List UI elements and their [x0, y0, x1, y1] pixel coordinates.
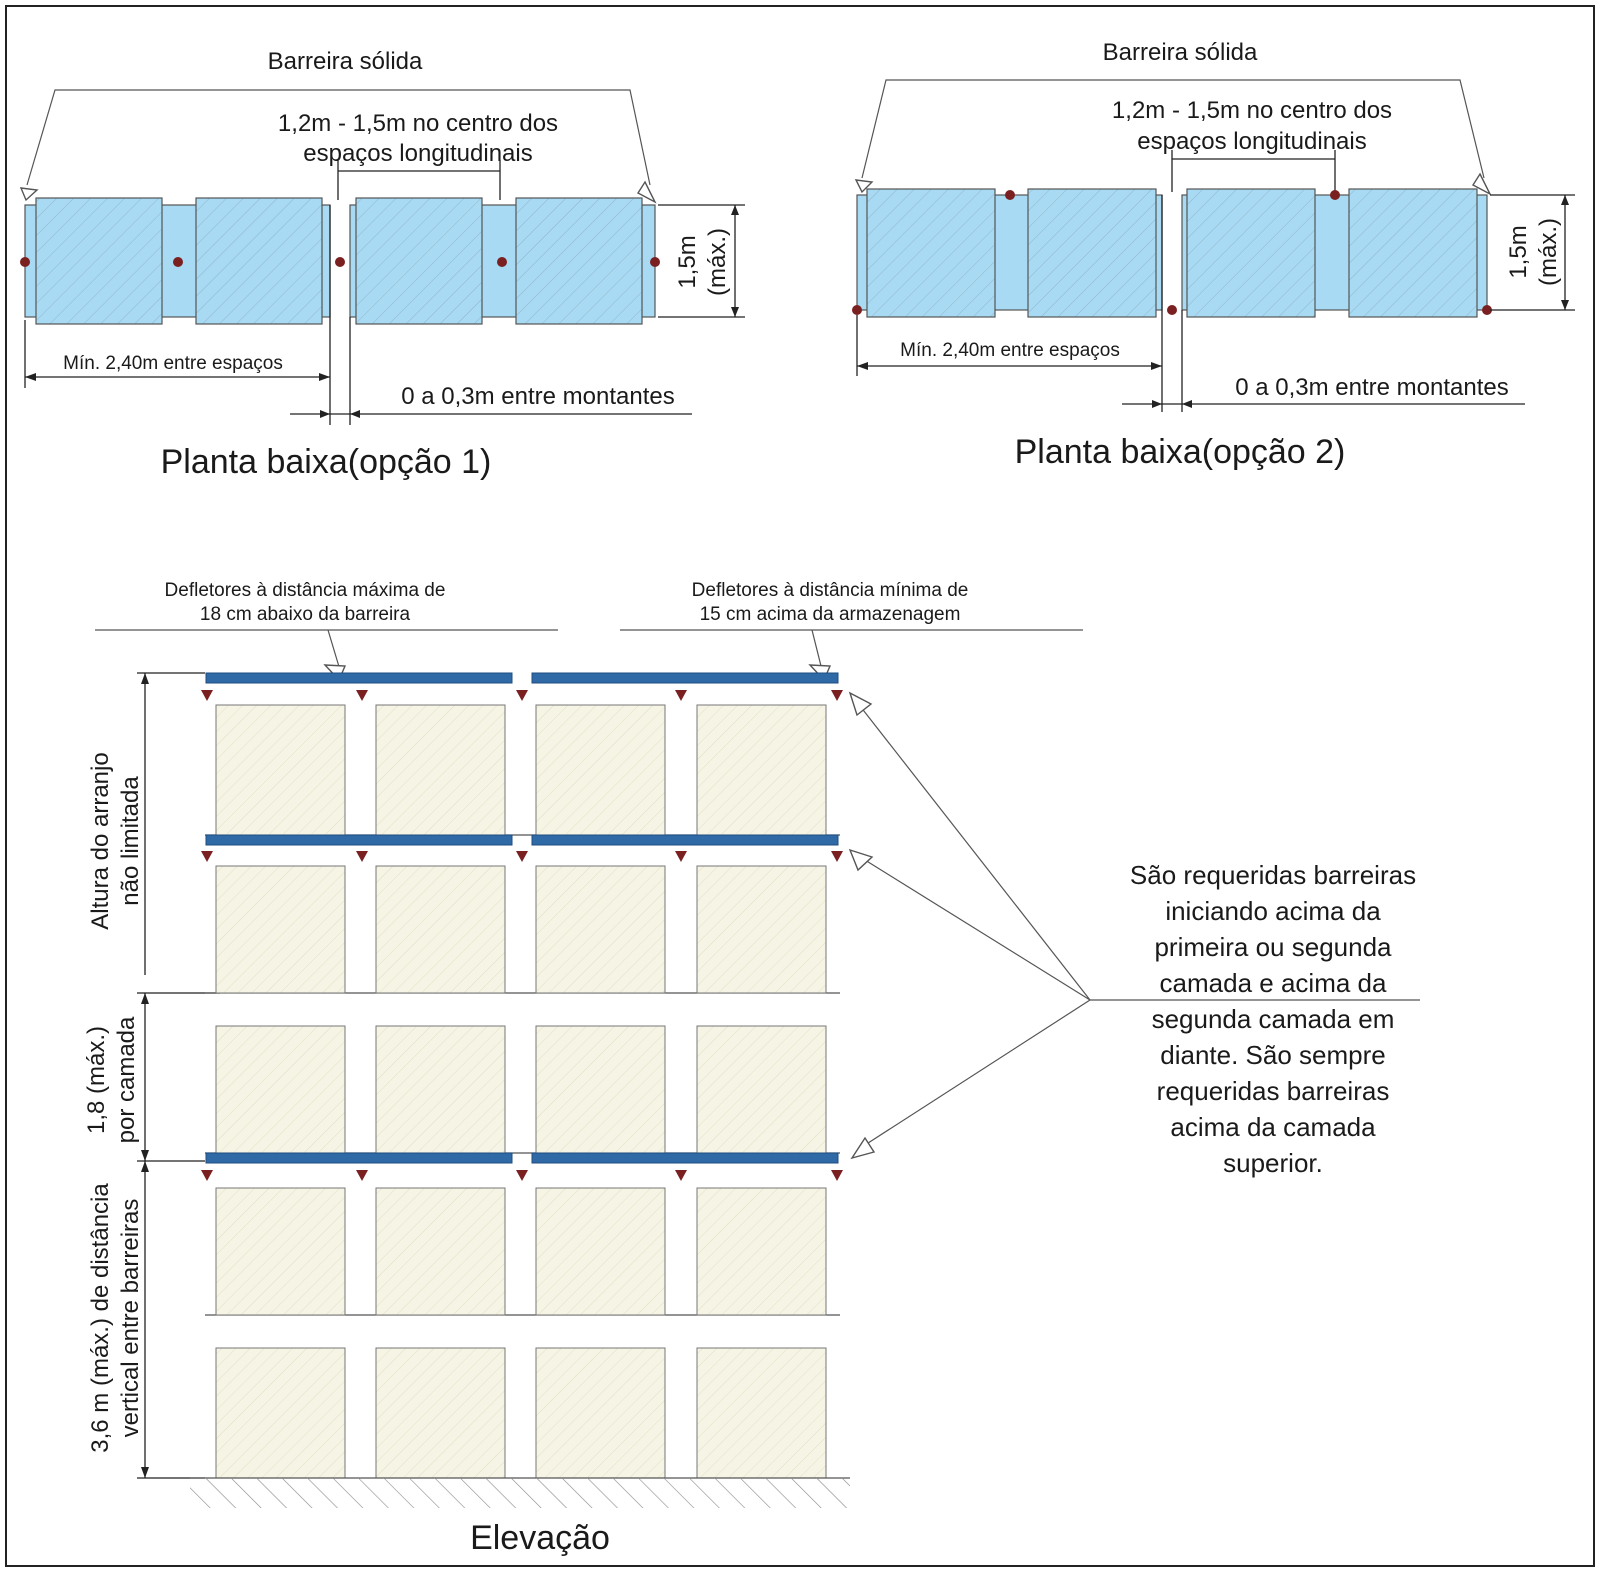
barrier-requirement-note: São requeridas barreiras iniciando acima… [1130, 860, 1416, 1178]
note-line: segunda camada em [1152, 1004, 1395, 1034]
plan1-center-spacing-line1: 1,2m - 1,5m no centro dos [278, 110, 558, 137]
plan1-title: Planta baixa(opção 1) [161, 443, 492, 481]
barrier-level-middle [201, 834, 843, 862]
barrier-level-lower [201, 1152, 843, 1181]
height-unlimited-line1: Altura do arranjo [87, 752, 114, 929]
plan2-sprinkler-dot [852, 305, 862, 315]
deflector-min-line1: Defletores à distância mínima de [692, 580, 969, 601]
plan2-sprinkler-dot [1330, 190, 1340, 200]
deflector-max-line2: 18 cm abaixo da barreira [200, 604, 411, 625]
tier-height-line1: 1,8 (máx.) [83, 1026, 110, 1134]
plan1-sprinkler-dot [497, 257, 507, 267]
plan1-center-spacing-line2: espaços longitudinais [303, 140, 533, 167]
plan2-barrier-label: Barreira sólida [1103, 39, 1258, 66]
plan2-sprinkler-dot [1482, 305, 1492, 315]
note-line: diante. São sempre [1160, 1040, 1385, 1070]
note-line: requeridas barreiras [1157, 1076, 1390, 1106]
note-line: iniciando acima da [1165, 896, 1381, 926]
note-line: São requeridas barreiras [1130, 860, 1416, 890]
deflector-max-line1: Defletores à distância máxima de [165, 580, 446, 601]
plan2-barrier-arrow-right [1472, 172, 1492, 196]
barrier-level-top [201, 672, 843, 701]
deflector-min-line2: 15 cm acima da armazenagem [700, 604, 961, 625]
callout-arrow-top [848, 691, 873, 717]
height-unlimited-line2: não limitada [117, 776, 144, 906]
note-line: superior. [1223, 1148, 1323, 1178]
elevation-view: Defletores à distância máxima de 18 cm a… [83, 580, 1420, 1557]
plan-option-2: Barreira sólida 1,2m - 1,5m no centro do… [852, 39, 1575, 471]
plan2-height-line1: 1,5m [1505, 225, 1532, 278]
plan1-sprinkler-dot [650, 257, 660, 267]
tier-height-line2: por camada [113, 1016, 140, 1143]
plan2-height-line2: (máx.) [1535, 218, 1562, 286]
note-line: camada e acima da [1160, 968, 1387, 998]
plan1-min-spacing: Mín. 2,40m entre espaços [63, 353, 283, 374]
figure-frame [5, 5, 1595, 1567]
plan1-barrier-arrow-left [19, 187, 39, 202]
plan2-sprinkler-dot [1167, 305, 1177, 315]
plan2-barrier-arrow-left [854, 179, 874, 194]
plan1-height-line1: 1,5m [674, 235, 701, 288]
note-line: acima da camada [1170, 1112, 1376, 1142]
plan1-sprinkler-dot [335, 257, 345, 267]
elevation-title: Elevação [470, 1519, 610, 1557]
vertical-distance-line2: vertical entre barreiras [117, 1199, 144, 1438]
plan1-sprinkler-dot [20, 257, 30, 267]
pallet-tier-5 [215, 704, 827, 836]
pallet-tier-4 [215, 865, 827, 994]
ground-hatch [190, 1478, 850, 1508]
plan1-sprinkler-dot [173, 257, 183, 267]
callout-arrow-lower [850, 1136, 876, 1160]
plan1-upright-gap: 0 a 0,3m entre montantes [401, 383, 675, 410]
plan1-barrier-label: Barreira sólida [268, 48, 423, 75]
pallet-tier-1 [215, 1347, 827, 1479]
plan1-barrier-arrow-right [637, 180, 657, 204]
plan2-min-spacing: Mín. 2,40m entre espaços [900, 340, 1120, 361]
plan2-center-spacing-line2: espaços longitudinais [1137, 128, 1367, 155]
note-line: primeira ou segunda [1154, 932, 1392, 962]
pallet-tier-2 [215, 1187, 827, 1316]
vertical-distance-line1: 3,6 m (máx.) de distância [87, 1183, 114, 1453]
callout-arrow-middle [848, 848, 874, 872]
plan1-height-line2: (máx.) [704, 228, 731, 296]
plan2-title: Planta baixa(opção 2) [1015, 433, 1346, 471]
plan2-sprinkler-dot [1005, 190, 1015, 200]
plan2-center-spacing-line1: 1,2m - 1,5m no centro dos [1112, 97, 1392, 124]
pallet-tier-3 [215, 1025, 827, 1154]
plan-option-1: Barreira sólida 1,2m - 1,5m no centro do… [19, 48, 745, 481]
plan2-upright-gap: 0 a 0,3m entre montantes [1235, 374, 1509, 401]
